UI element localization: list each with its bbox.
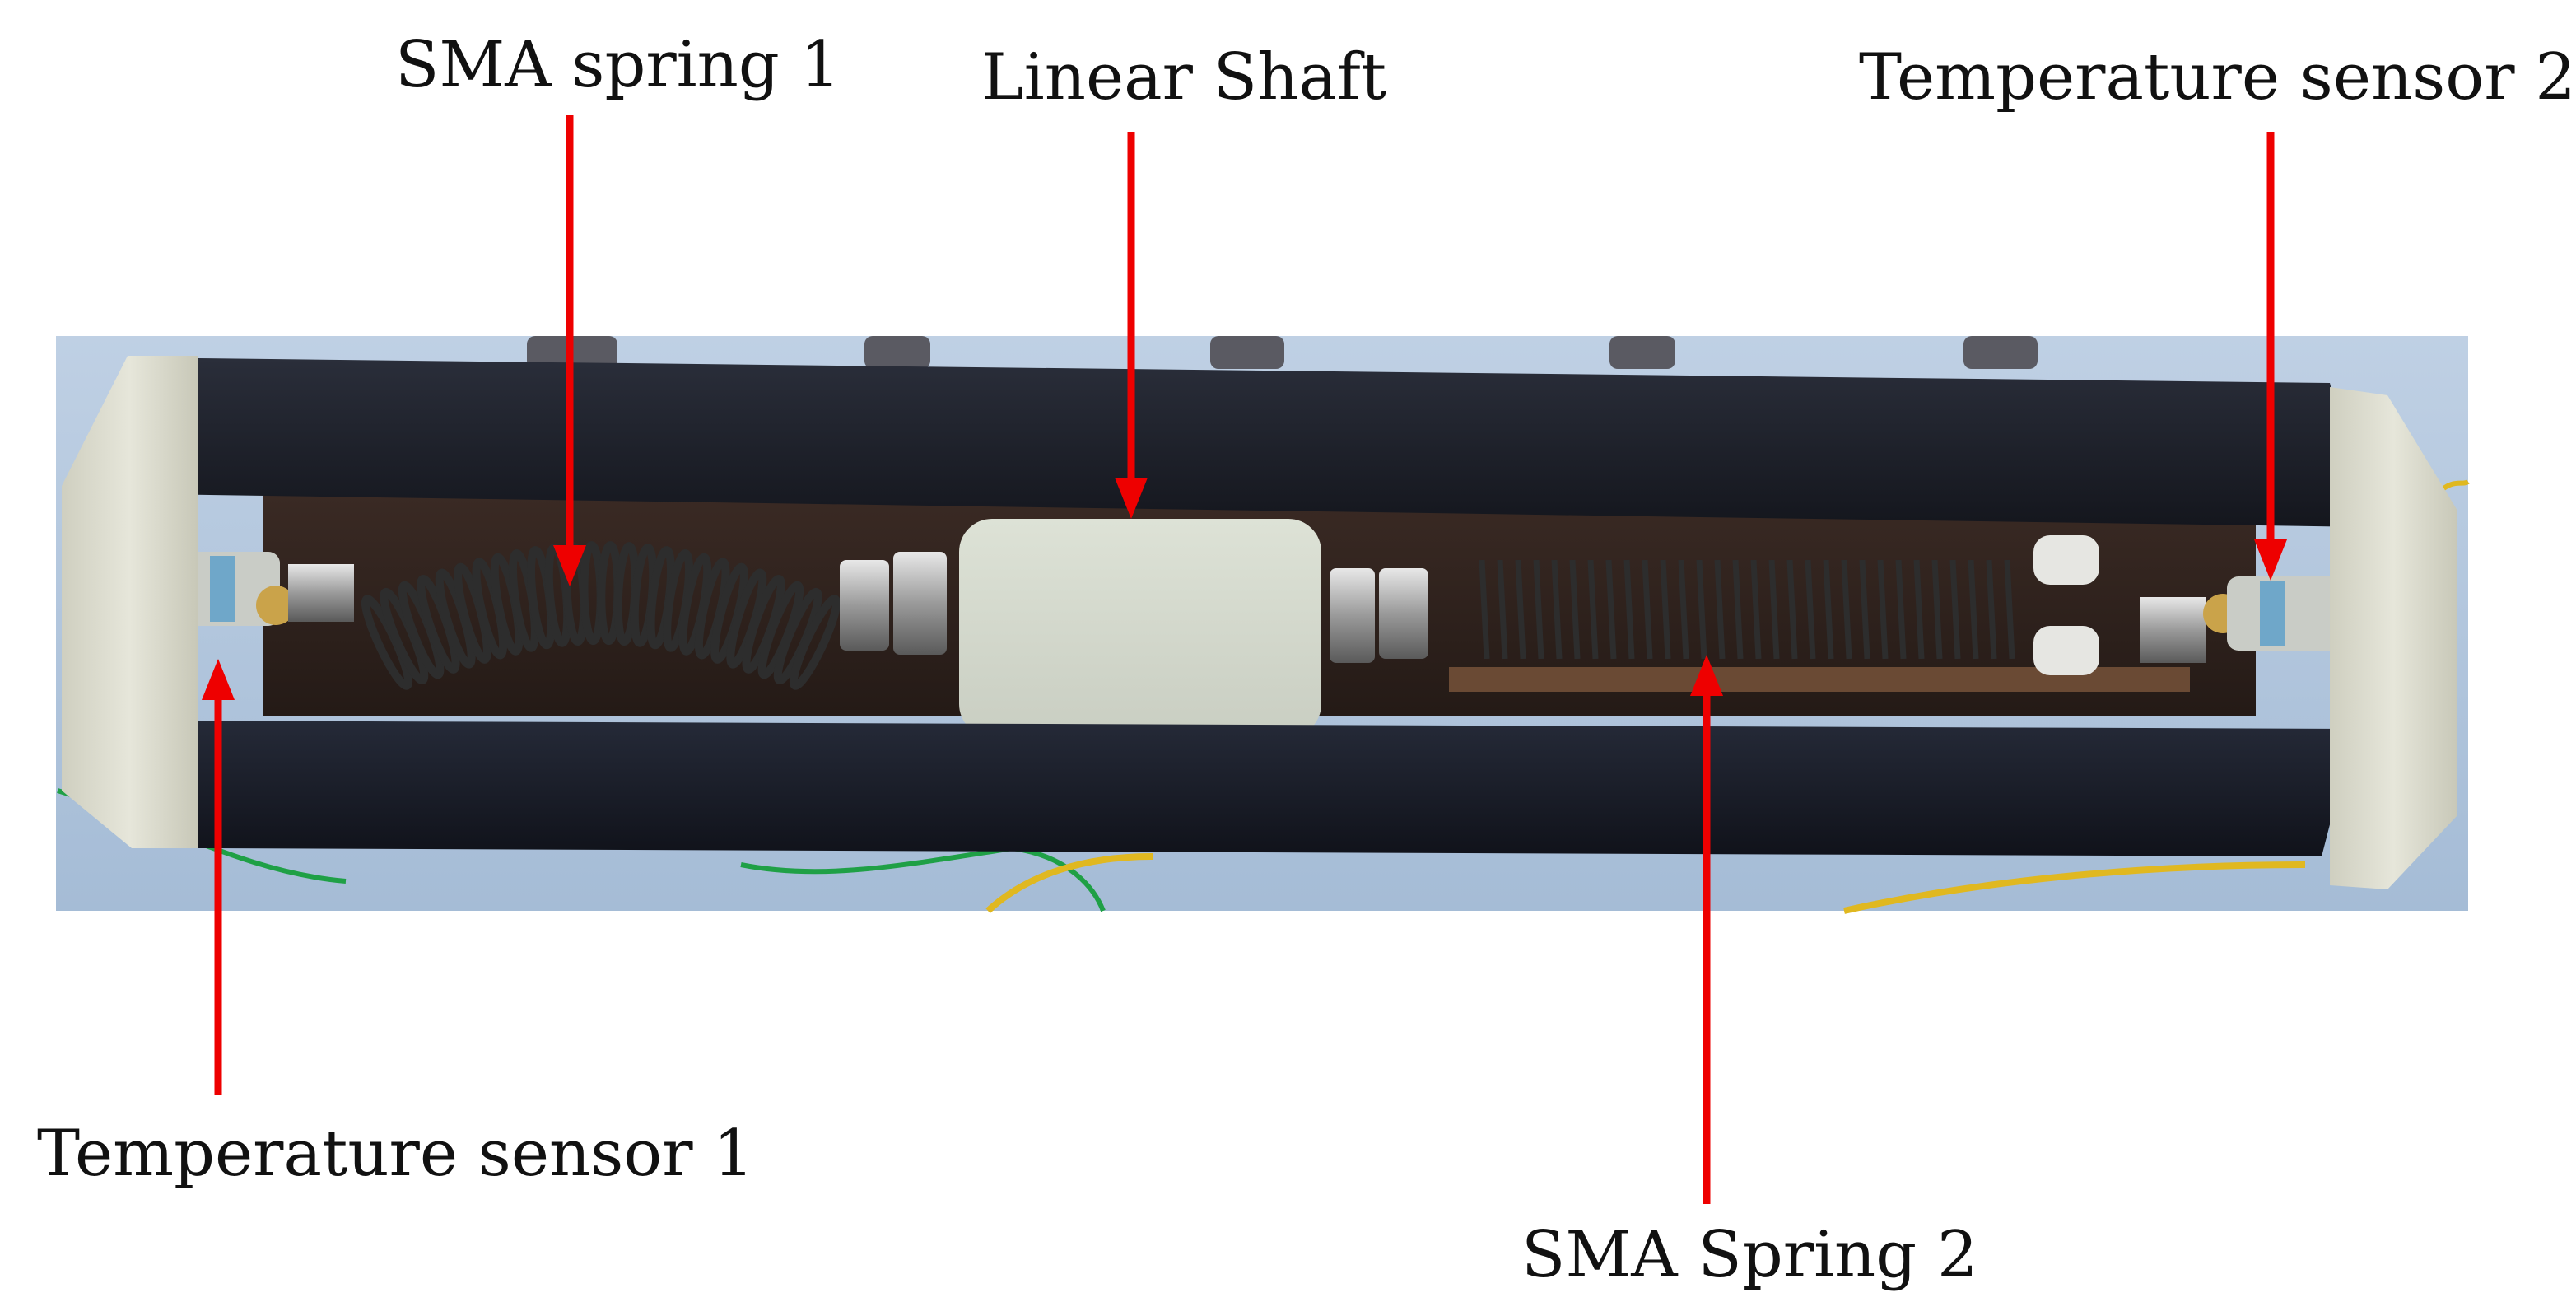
left-nut-b: [893, 552, 947, 655]
arrow-temperature-sensor-2: [2254, 132, 2287, 581]
sma-spring-2-coils: [1479, 559, 2015, 660]
right-nut-b: [1379, 568, 1428, 659]
label-linear-shaft: Linear Shaft: [981, 40, 1387, 114]
right-nut-a: [1330, 568, 1375, 663]
linear-shaft-slider: [959, 519, 1321, 737]
actuator-photo: [56, 336, 2470, 914]
label-sma-spring-2: SMA Spring 2: [1521, 1218, 1978, 1292]
arrow-sma-spring-2: [1690, 655, 1723, 1204]
arrow-linear-shaft: [1115, 132, 1148, 519]
right-end-cap: [2330, 387, 2457, 889]
housing-top-bar: [156, 358, 2367, 527]
housing-bottom-bar: [152, 721, 2355, 856]
label-temperature-sensor-1: Temperature sensor 1: [37, 1117, 754, 1191]
annotation-arrows: [202, 115, 2287, 1204]
terminal-lugs: [2033, 535, 2099, 675]
sma-spring-1-coils: [361, 541, 841, 690]
arrow-temperature-sensor-1: [202, 659, 235, 1095]
arrow-sma-spring-1: [553, 115, 586, 586]
label-sma-spring-1: SMA spring 1: [395, 28, 841, 102]
temperature-sensor-1-part: [173, 552, 354, 626]
left-end-cap: [62, 356, 198, 848]
label-temperature-sensor-2: Temperature sensor 2: [1859, 40, 2576, 114]
temperature-sensor-2-part: [2140, 576, 2350, 663]
annotated-actuator-figure: SMA spring 1 Linear Shaft Temperature se…: [37, 28, 2576, 1292]
left-nut-a: [840, 560, 889, 651]
